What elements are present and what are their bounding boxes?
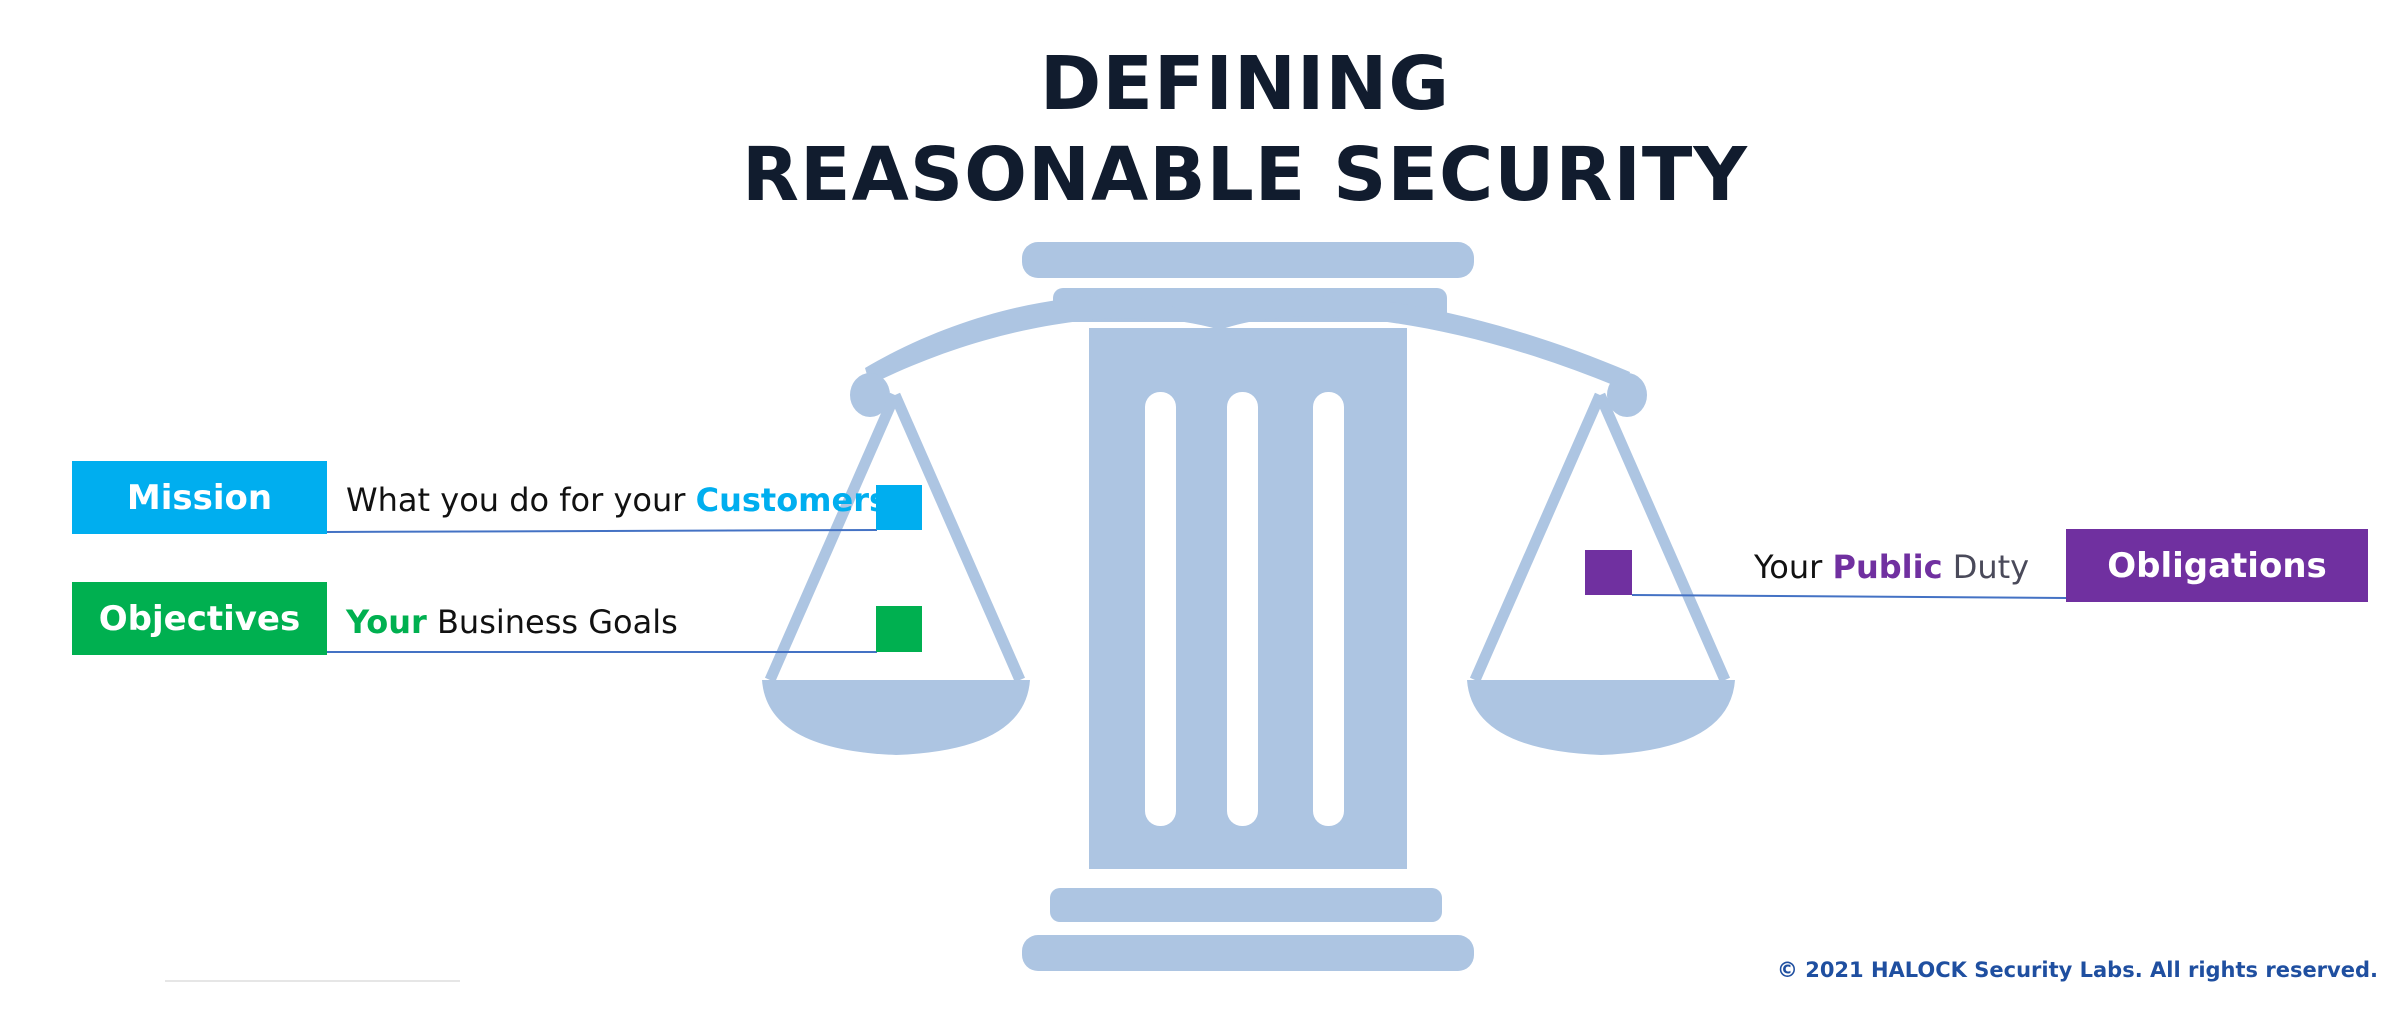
obligations-description: Your Public Duty [1754, 551, 2029, 583]
mission-description: What you do for your Customers [346, 484, 888, 516]
mission-desc-highlight: Customers [695, 481, 889, 519]
objectives-tag: Objectives [72, 582, 327, 655]
obligations-desc-prefix: Your [1754, 548, 1833, 586]
obligations-marker [1585, 550, 1632, 595]
copyright-notice: © 2021 HALOCK Security Labs. All rights … [1776, 958, 2378, 982]
mission-marker [876, 485, 922, 530]
scale-beam [865, 296, 1630, 390]
left-pan [762, 680, 1030, 755]
obligations-desc-highlight: Public [1832, 548, 1943, 586]
obligations-tag: Obligations [2066, 529, 2368, 602]
title-line-2: REASONABLE SECURITY [742, 132, 1748, 218]
obligations-desc-suffix: Duty [1942, 548, 2030, 586]
mission-tag: Mission [72, 461, 327, 534]
right-pan-strings [1469, 392, 1731, 683]
mission-desc-prefix: What you do for your [346, 481, 696, 519]
left-pan-strings [764, 392, 1026, 683]
objectives-marker [876, 606, 922, 652]
obligations-tag-label: Obligations [2107, 545, 2327, 586]
mission-tag-label: Mission [126, 477, 273, 518]
objectives-desc-highlight: Your [346, 603, 427, 641]
right-pan [1467, 680, 1735, 755]
objectives-tag-label: Objectives [98, 598, 301, 639]
title-line-1: DEFINING [1039, 41, 1451, 127]
pillar-flutes [1145, 392, 1344, 826]
objectives-description: Your Business Goals [346, 606, 678, 638]
connector-lines [326, 529, 2067, 653]
objectives-desc-suffix: Business Goals [426, 603, 678, 641]
